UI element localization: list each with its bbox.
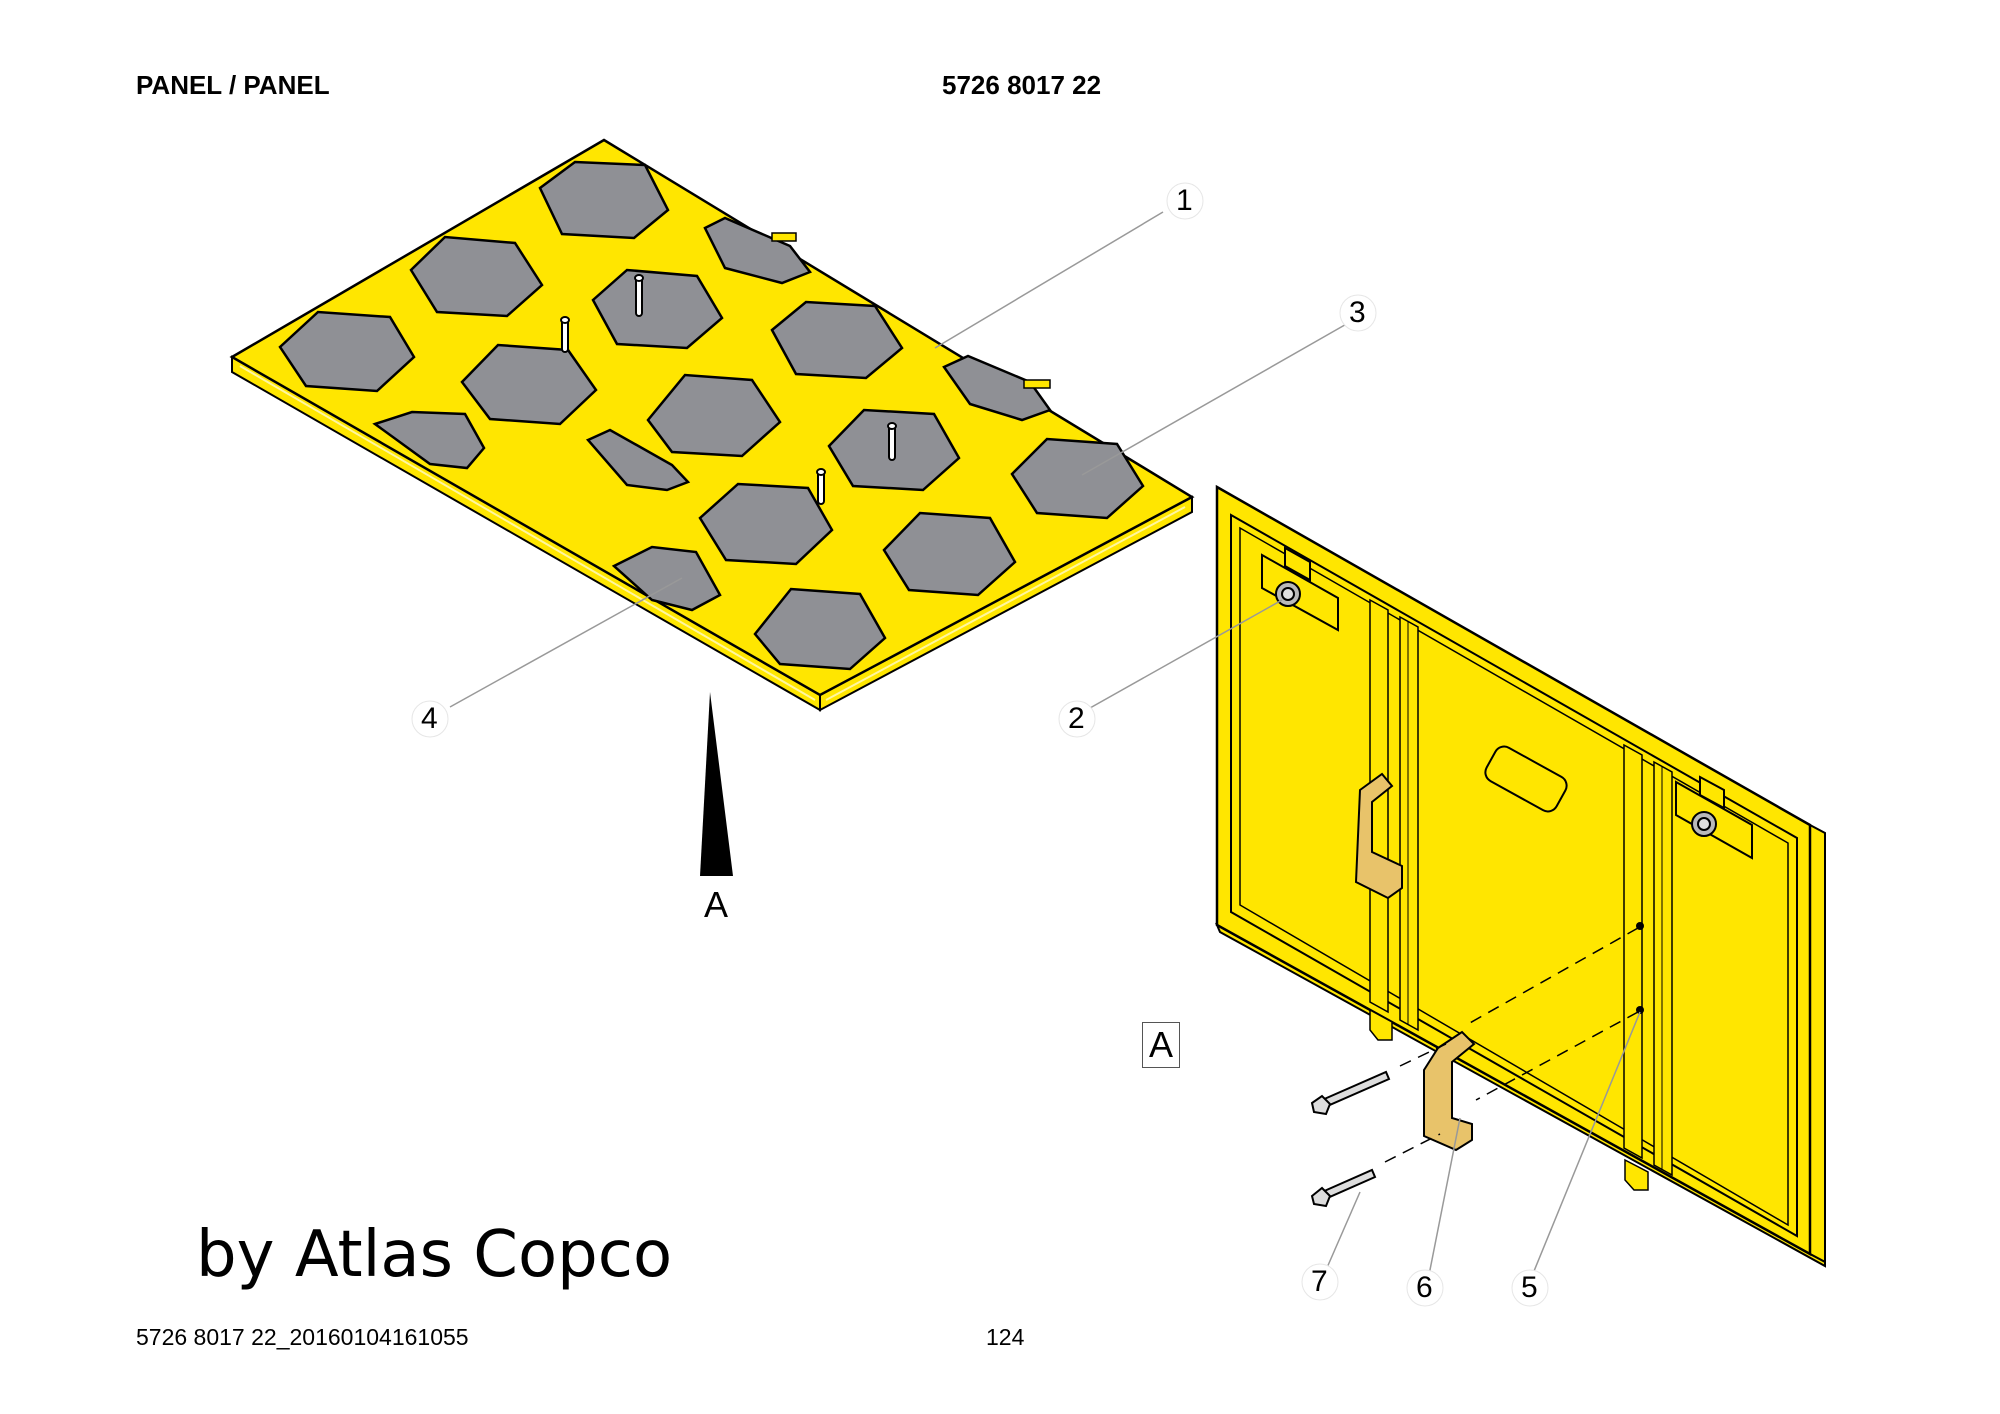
document-id: 5726 8017 22_20160104161055 bbox=[136, 1324, 469, 1350]
page-number: 124 bbox=[986, 1324, 1025, 1350]
bolts bbox=[1310, 1070, 1391, 1208]
callout-3: 3 bbox=[1349, 296, 1366, 329]
callout-1: 1 bbox=[1176, 184, 1193, 217]
view-arrow bbox=[700, 692, 733, 876]
callout-4: 4 bbox=[421, 702, 438, 735]
callout-5: 5 bbox=[1521, 1271, 1538, 1304]
loose-handle bbox=[1423, 1030, 1476, 1152]
callout-2: 2 bbox=[1068, 702, 1085, 735]
detail-view-label: A bbox=[1142, 1022, 1181, 1068]
watermark: by Atlas Copco bbox=[196, 1218, 673, 1292]
page-title: PANEL / PANEL bbox=[136, 70, 330, 100]
view-arrow-label: A bbox=[704, 884, 729, 925]
part-number: 5726 8017 22 bbox=[942, 70, 1102, 100]
top-panel bbox=[229, 138, 1195, 712]
door-panel bbox=[1214, 484, 1826, 1268]
callout-6: 6 bbox=[1416, 1271, 1433, 1304]
callout-7: 7 bbox=[1311, 1265, 1328, 1298]
